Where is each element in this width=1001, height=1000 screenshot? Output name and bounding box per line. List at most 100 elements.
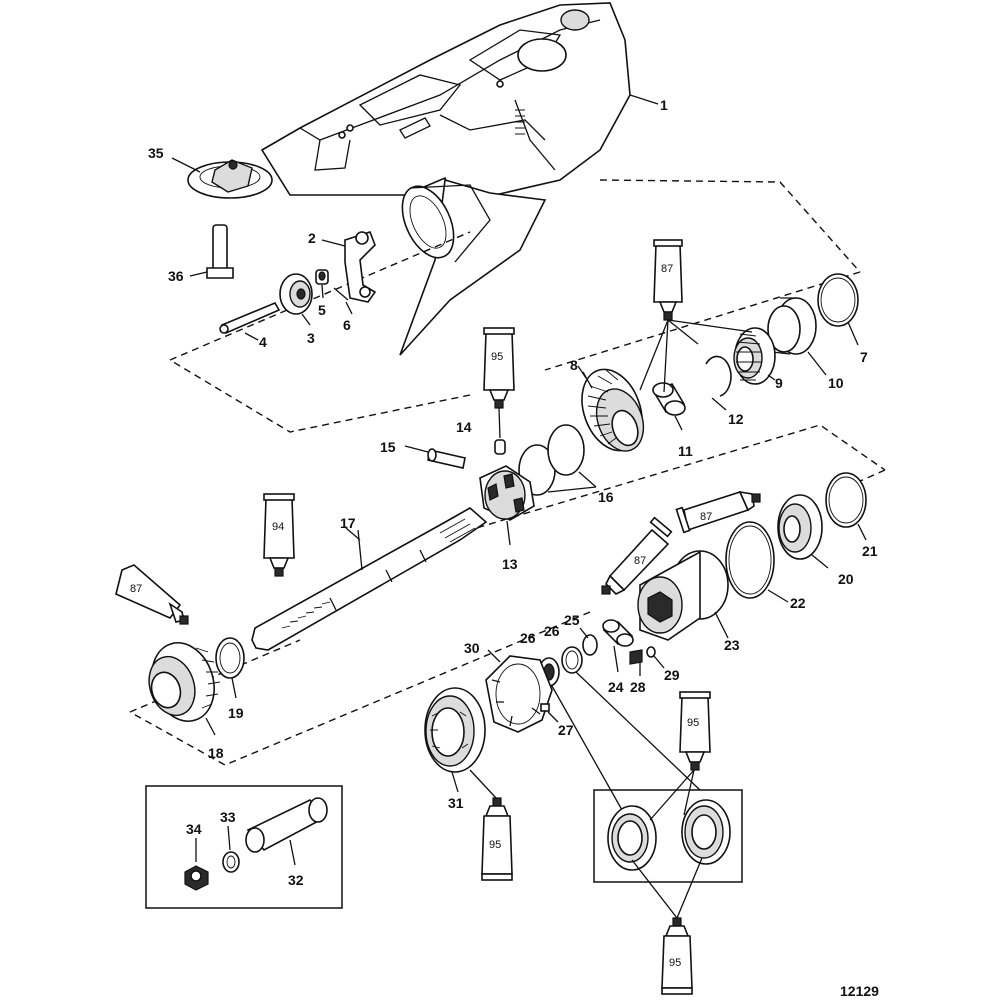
callout-8: 8 [570, 357, 578, 373]
lubricant-tube-87-upper [653, 239, 683, 321]
lubricant-tube-87-right [675, 490, 761, 534]
tube-label-87-carrier: 87 [634, 555, 646, 567]
lubricant-tube-87-carrier [601, 516, 673, 595]
lubricant-tube-95-lower [469, 769, 513, 881]
callout-2: 2 [308, 230, 316, 246]
callout-33: 33 [220, 809, 236, 825]
washer-small [646, 646, 665, 669]
thrust-washer [215, 637, 245, 699]
shift-bushing [315, 269, 329, 299]
small-ring [579, 627, 598, 656]
shift-cam [279, 273, 313, 326]
lubricant-tube-94 [263, 493, 295, 577]
tool-detail-box [145, 785, 343, 909]
callout-9: 9 [775, 375, 783, 391]
tube-label-95-bottom: 95 [669, 957, 681, 969]
callout-18: 18 [208, 745, 224, 761]
callout-35: 35 [148, 145, 164, 161]
bearing-race [767, 297, 827, 376]
tab-washer [485, 655, 553, 733]
callout-5: 5 [318, 302, 326, 318]
oil-seal-inner [561, 646, 583, 674]
callout-15: 15 [380, 439, 396, 455]
tube-label-87-upper: 87 [661, 263, 673, 275]
lubricant-tube-95-bottom [661, 917, 693, 995]
bearing-carrier [637, 550, 729, 641]
callout-26a: 26 [520, 630, 536, 646]
callout-3: 3 [307, 330, 315, 346]
reverse-gear [148, 642, 221, 736]
reverse-gear-bearing [777, 494, 829, 569]
carrier-screw [629, 649, 643, 676]
forward-gear-bearing [733, 327, 776, 385]
callout-32: 32 [288, 872, 304, 888]
tube-label-95-lower: 95 [489, 839, 501, 851]
tube-label-87-left: 87 [130, 583, 142, 595]
callout-13: 13 [502, 556, 518, 572]
callout-22: 22 [790, 595, 806, 611]
callout-4: 4 [259, 334, 267, 350]
callout-23: 23 [724, 637, 740, 653]
lubricant-tube-95-top-box [679, 691, 711, 771]
lube-leader-upper [639, 319, 753, 393]
thrust-ring [825, 472, 867, 541]
callout-30: 30 [464, 640, 480, 656]
upper-assembly-frame [169, 179, 861, 433]
callout-16: 16 [598, 489, 614, 505]
retaining-ring [705, 355, 732, 411]
roller-bearing [652, 382, 686, 431]
leader-31 [451, 771, 459, 793]
callout-28: 28 [630, 679, 646, 695]
figure-number: 12129 [840, 983, 879, 999]
callout-36: 36 [168, 268, 184, 284]
detent-pin [404, 445, 466, 469]
gear-housing [260, 2, 631, 356]
callout-21: 21 [862, 543, 878, 559]
key [540, 703, 559, 723]
roll-pin [333, 287, 353, 315]
callout-1: 1 [660, 97, 668, 113]
shim [817, 273, 859, 346]
propeller-shaft [251, 507, 488, 651]
tube-label-94: 94 [272, 521, 284, 533]
shift-shaft [219, 301, 281, 341]
callout-34: 34 [186, 821, 202, 837]
callout-12: 12 [728, 411, 744, 427]
clutch [479, 465, 535, 546]
callout-10: 10 [828, 375, 844, 391]
leader-17 [345, 527, 361, 541]
tube-label-95-mid: 95 [491, 351, 503, 363]
callout-31: 31 [448, 795, 464, 811]
shift-coupler [321, 231, 377, 303]
leader-8 [577, 365, 587, 379]
tube-label-95-top-box: 95 [687, 717, 699, 729]
needle-bearing [602, 619, 634, 673]
callout-17: 17 [340, 515, 356, 531]
callout-24: 24 [608, 679, 624, 695]
cross-pin [494, 439, 506, 455]
carrier-retainer [424, 687, 486, 773]
lubricant-tube-87-left [115, 564, 189, 625]
seal-detail-box [593, 769, 743, 919]
lubricant-tube-95-mid [483, 327, 515, 439]
o-ring [725, 521, 789, 603]
spring [518, 424, 597, 496]
callout-26b: 26 [544, 623, 560, 639]
leader-1 [629, 94, 659, 105]
leader-30 [487, 649, 501, 663]
callout-6: 6 [343, 317, 351, 333]
callout-27: 27 [558, 722, 574, 738]
anode-screw [189, 224, 234, 279]
forward-gear [581, 368, 645, 452]
tube-label-87-right: 87 [700, 511, 712, 523]
callout-14: 14 [456, 419, 472, 435]
callout-25: 25 [564, 612, 580, 628]
callout-11: 11 [678, 443, 693, 459]
callout-19: 19 [228, 705, 244, 721]
callout-29: 29 [664, 667, 680, 683]
housing-prop-bore [401, 184, 491, 263]
anode [171, 157, 273, 199]
callout-20: 20 [838, 571, 854, 587]
